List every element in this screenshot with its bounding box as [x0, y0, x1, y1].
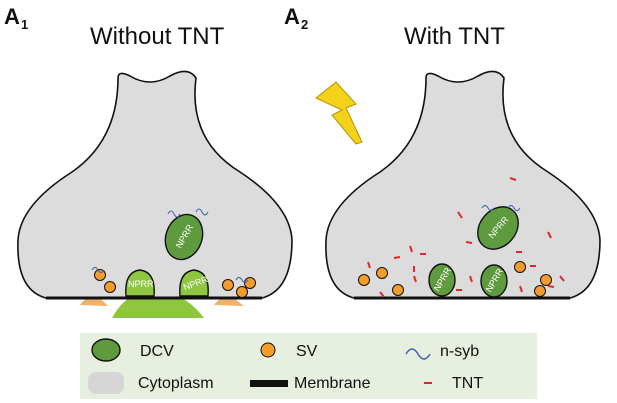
legend-sv-swatch — [260, 342, 276, 358]
nsyb-right-1 — [481, 205, 495, 211]
legend-dcv-swatch — [91, 338, 121, 362]
panel-a2-subscript: 2 — [301, 17, 308, 32]
sv-right-4 — [514, 261, 526, 273]
panel-a2-letter: A — [284, 4, 300, 29]
legend: DCV SV n-syb Cytoplasm Membrane TNT — [80, 333, 537, 399]
dcv-right-1 — [477, 206, 519, 250]
legend-sv-label: SV — [296, 343, 318, 360]
nsyb-dcv-left-2 — [195, 208, 209, 216]
bouton-without-tnt: NPRR NPRR NPRR — [17, 70, 293, 318]
bouton-with-tnt: NPRR NPRR NPRR — [325, 70, 601, 300]
sv-left-5 — [244, 277, 256, 289]
lightning-bolt-icon — [315, 81, 363, 145]
legend-dcv-label: DCV — [140, 343, 174, 360]
sv-right-5 — [540, 274, 552, 286]
panel-a1-letter: A — [4, 4, 20, 29]
tnt-mark — [465, 241, 473, 244]
dcv-left — [164, 213, 204, 261]
tnt-mark — [509, 177, 517, 181]
sv-right-2 — [376, 267, 388, 279]
sv-right-6 — [534, 285, 546, 297]
sv-left-1 — [94, 269, 106, 281]
legend-nsyb-swatch — [405, 348, 431, 360]
tnt-mark — [547, 285, 555, 288]
fusing-dcv-1 — [125, 269, 155, 297]
cytoplasm-shape-right — [325, 70, 601, 299]
nsyb-dcv-left-1 — [167, 210, 181, 218]
sv-left-3 — [222, 279, 234, 291]
tnt-mark — [379, 291, 385, 298]
tnt-mark — [367, 261, 371, 269]
legend-membrane-label: Membrane — [294, 375, 371, 392]
tnt-mark — [519, 285, 523, 293]
tnt-mark — [469, 275, 473, 283]
tnt-mark — [409, 245, 413, 253]
panel-a2-title: With TNT — [404, 23, 505, 50]
sv-right-1 — [358, 274, 370, 286]
legend-cytoplasm-label: Cytoplasm — [138, 375, 214, 392]
cytoplasm-shape — [17, 70, 293, 299]
fusing-dcv-1-label: NPRR — [128, 279, 154, 289]
sv-left-4 — [236, 286, 248, 298]
fusing-dcv-2 — [179, 269, 209, 297]
legend-cytoplasm-swatch — [88, 372, 124, 394]
nsyb-left-2 — [235, 277, 249, 283]
release-plume — [112, 296, 204, 318]
sv-left-2 — [104, 281, 116, 293]
dcv-right-2 — [428, 263, 456, 297]
legend-tnt-label: TNT — [452, 375, 483, 392]
tnt-mark — [547, 231, 552, 239]
nsyb-right-2 — [507, 205, 521, 211]
tnt-mark — [393, 256, 401, 259]
tnt-mark — [413, 275, 417, 283]
legend-box — [80, 333, 537, 399]
tnt-dashes — [367, 177, 565, 298]
legend-nsyb-label: n-syb — [440, 343, 479, 360]
nsyb-left-1 — [91, 267, 105, 273]
tnt-mark — [559, 275, 565, 282]
panel-a1-title: Without TNT — [90, 23, 225, 50]
legend-membrane-swatch — [250, 380, 288, 387]
tnt-mark — [457, 211, 463, 219]
panel-a1-subscript: 1 — [21, 17, 28, 32]
sv-right-3 — [392, 284, 404, 296]
dcv-right-3 — [480, 264, 508, 298]
